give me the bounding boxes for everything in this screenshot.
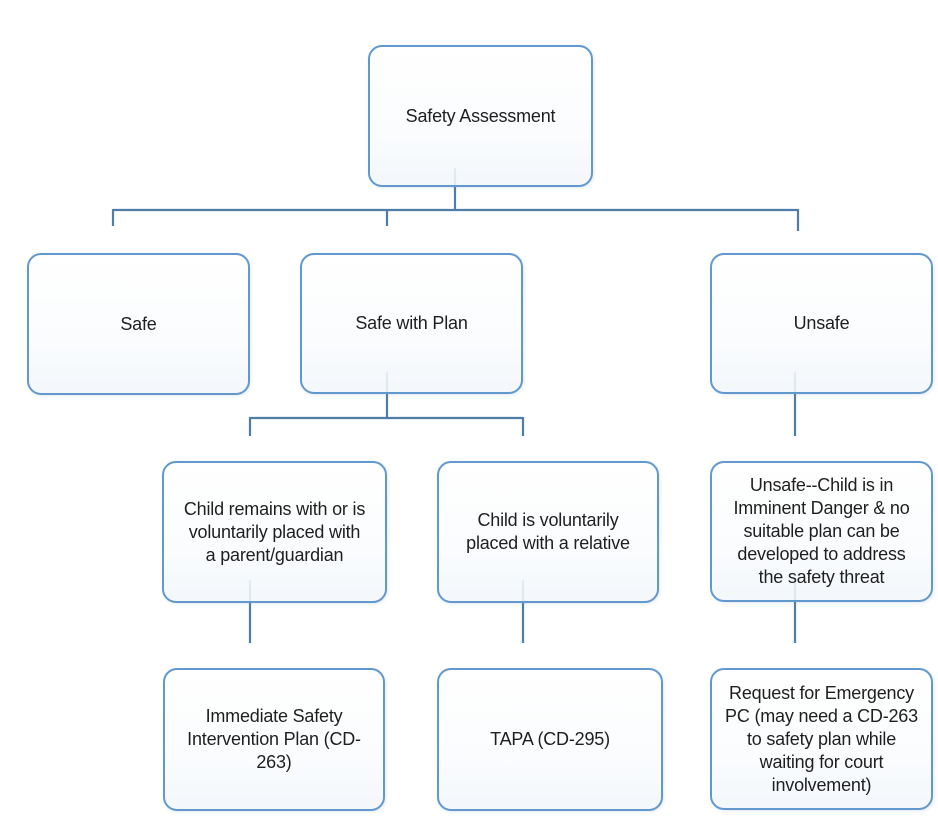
node-request-emergency-pc: Request for Emergency PC (may need a CD-… (710, 668, 933, 810)
node-child-placed-with-relative: Child is voluntarily placed with a relat… (437, 461, 659, 603)
node-safety-assessment: Safety Assessment (368, 45, 593, 187)
node-tapa: TAPA (CD-295) (437, 668, 663, 811)
node-unsafe-imminent-danger: Unsafe--Child is in Imminent Danger & no… (710, 461, 933, 602)
node-unsafe: Unsafe (710, 253, 933, 394)
node-safe-with-plan: Safe with Plan (300, 253, 523, 394)
node-safe: Safe (27, 253, 250, 395)
node-child-remains-with-parent-guardian: Child remains with or is voluntarily pla… (162, 461, 387, 603)
node-immediate-safety-intervention-plan: Immediate Safety Intervention Plan (CD- … (163, 668, 385, 811)
